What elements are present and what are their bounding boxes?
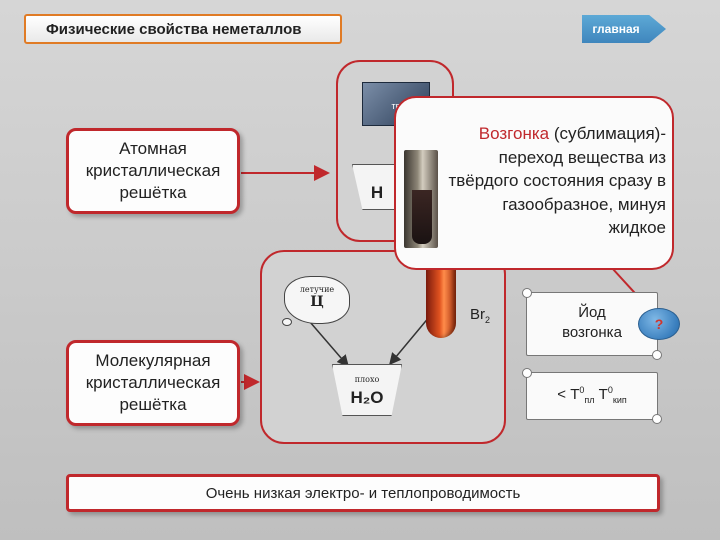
home-button-label: главная [592,22,640,36]
temp-mid: Т [594,386,608,403]
question-button[interactable]: ? [638,308,680,340]
water-trapezoid: плохо Н₂О [332,364,402,416]
cloud-puff [282,318,292,326]
volatile-cloud: летучие Ц [284,276,350,324]
conductivity-box[interactable]: Очень низкая электро- и теплопроводимост… [66,474,660,512]
temp-prefix: < Т [557,386,580,403]
temp-sub1: пл [584,395,595,405]
home-button[interactable]: главная [582,15,666,43]
iodine-line1: Йод [578,304,606,321]
temp-sup1: 0 [579,385,585,395]
temp-sub2: кип [612,395,627,405]
iodine-scroll[interactable]: Йод возгонка [522,288,662,360]
temperature-scroll: < Т0пл Т0кип [522,368,662,424]
page-title: Физические свойства неметаллов [24,14,342,44]
iodine-line2: возгонка [562,324,622,341]
cloud-big-text: Ц [310,294,324,310]
temp-sup2: 0 [607,385,613,395]
molecular-lattice-label: Молекулярная кристаллическая решётка [85,351,221,414]
bromine-symbol: Br [470,306,485,323]
sublimation-photo-content [412,190,432,244]
question-label: ? [654,316,664,332]
atomic-lattice-box[interactable]: Атомная кристаллическая решётка [66,128,240,214]
sublimation-callout-text: Возгонка (сублимация)- переход вещества … [446,122,666,240]
bromine-subscript: 2 [485,315,491,325]
sublimation-definition: (сублимация)- переход вещества из твёрдо… [448,124,666,237]
bromine-label: Br2 [470,306,490,325]
cloud-to-water-arrow [309,321,349,368]
sublimation-callout [394,96,674,270]
water-small-text: плохо [354,375,380,384]
atomic-lattice-label: Атомная кристаллическая решётка [85,139,221,202]
molecular-lattice-box[interactable]: Молекулярная кристаллическая решётка [66,340,240,426]
water-formula: Н₂О [350,388,384,407]
conductivity-label: Очень низкая электро- и теплопроводимост… [205,484,521,502]
sublimation-term: Возгонка [478,124,550,143]
atomic-trap-formula: Н [370,183,384,202]
tube-to-water-arrow [389,315,431,366]
page-title-text: Физические свойства неметаллов [46,20,302,38]
cloud-small-text: летучие [299,285,335,294]
